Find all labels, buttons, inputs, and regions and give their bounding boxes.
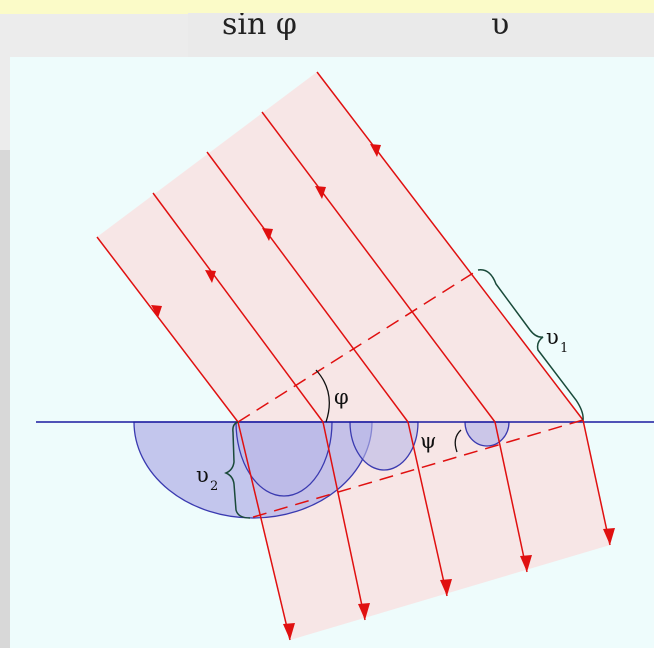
- refracted-rays: [237, 419, 611, 641]
- incident-ray-1: [96, 236, 239, 423]
- side-panel-shadow: [0, 150, 10, 648]
- incident-arrowhead-3: [262, 228, 273, 241]
- v1-label: υ: [546, 325, 559, 349]
- incident-arrowheads: [151, 144, 381, 318]
- incident-ray-4: [261, 111, 496, 423]
- formula-sin-phi: sin φ: [222, 13, 297, 42]
- v2-subscript: 2: [210, 479, 218, 494]
- refracted-ray-3: [407, 421, 448, 597]
- v2-bracket: [224, 421, 251, 519]
- refracted-arrowhead-5: [603, 528, 615, 545]
- incident-arrowhead-5: [370, 144, 381, 157]
- refracted-ray-1: [237, 421, 291, 641]
- incident-ray-2: [152, 192, 324, 423]
- phi-angle-arc: [315, 369, 330, 423]
- incident-arrowhead-2: [205, 270, 216, 283]
- incident-ray-3: [206, 151, 409, 423]
- refracted-ray-4: [494, 421, 528, 573]
- incident-arrowhead-4: [315, 186, 326, 199]
- huygens-wavelets: [133, 421, 510, 519]
- refracted-ray-2: [322, 421, 366, 621]
- phi-label: φ: [334, 385, 349, 409]
- v1-bracket: [477, 269, 584, 421]
- v2-label: υ: [196, 463, 209, 487]
- top-band: [0, 0, 654, 14]
- formula-strip: sin φ υ: [188, 13, 654, 57]
- refracted-ray-5: [582, 419, 611, 546]
- refraction-diagram: υ 1 υ 2 φ ψ: [10, 57, 654, 648]
- incident-wavefront: [237, 269, 479, 423]
- formula-upsilon: υ: [491, 13, 510, 42]
- v1-subscript: 1: [560, 341, 568, 356]
- diagram-svg: υ 1 υ 2 φ ψ: [36, 71, 654, 641]
- psi-label: ψ: [420, 429, 436, 453]
- refracted-arrowhead-4: [520, 555, 532, 572]
- psi-angle-arc: [454, 429, 462, 453]
- incident-ray-5: [316, 71, 584, 421]
- wavelet-3: [349, 421, 419, 471]
- refracted-arrowhead-2: [358, 603, 370, 620]
- refracted-arrowhead-3: [440, 579, 452, 596]
- incident-beam-band: [97, 72, 583, 422]
- incident-arrowhead-1: [151, 305, 162, 318]
- wavelet-4: [464, 421, 510, 447]
- incident-rays: [96, 71, 584, 423]
- refracted-arrowhead-1: [283, 623, 295, 640]
- refracted-wavefront: [249, 419, 584, 519]
- refracted-arrowheads: [283, 528, 615, 640]
